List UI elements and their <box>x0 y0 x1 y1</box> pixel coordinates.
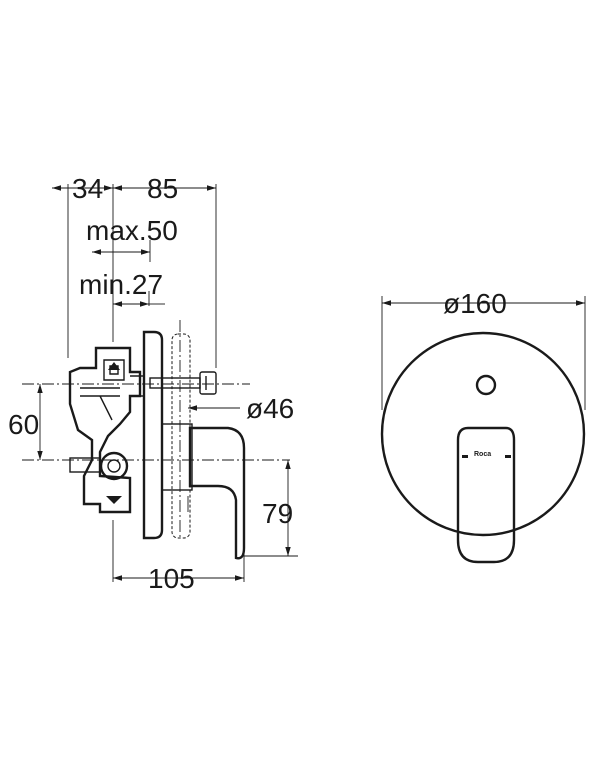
valve-cartridge <box>130 375 145 397</box>
escutcheon-front <box>380 331 586 537</box>
spindle-rod <box>149 377 201 389</box>
lever-handle <box>188 426 246 560</box>
valve-inner-channel <box>80 387 120 421</box>
outlet-port-inner <box>107 459 121 473</box>
dimension-min27-label: min.27 <box>79 269 163 300</box>
diverter-button <box>475 374 497 396</box>
dimension-160-label: ø160 <box>443 288 507 319</box>
handle-indicator-right <box>505 455 511 458</box>
brand-logo-text: Roca <box>474 451 491 458</box>
outlet-port <box>99 451 129 481</box>
spindle-nut <box>199 371 217 395</box>
valve-body <box>68 346 142 514</box>
lever-handle-front <box>456 426 516 564</box>
inlet-stub <box>69 457 101 473</box>
side-view: 34 85 max.50 min.27 <box>8 173 298 594</box>
front-view: ø160 Roca <box>380 288 586 564</box>
flow-arrow-top <box>108 362 120 370</box>
finishing-plate-outline <box>171 333 191 539</box>
dimension-85-label: 85 <box>147 173 178 204</box>
handle-base <box>161 423 193 491</box>
escutcheon-plate <box>142 330 164 540</box>
dimension-105-label: 105 <box>148 563 195 594</box>
dimension-max50-label: max.50 <box>86 215 178 246</box>
dimension-34-label: 34 <box>72 173 103 204</box>
flow-arrow-bottom <box>106 496 122 504</box>
dimension-79-label: 79 <box>262 498 293 529</box>
handle-indicator-left <box>462 455 468 458</box>
dimension-46-label: ø46 <box>246 393 294 424</box>
dimension-60-label: 60 <box>8 409 39 440</box>
